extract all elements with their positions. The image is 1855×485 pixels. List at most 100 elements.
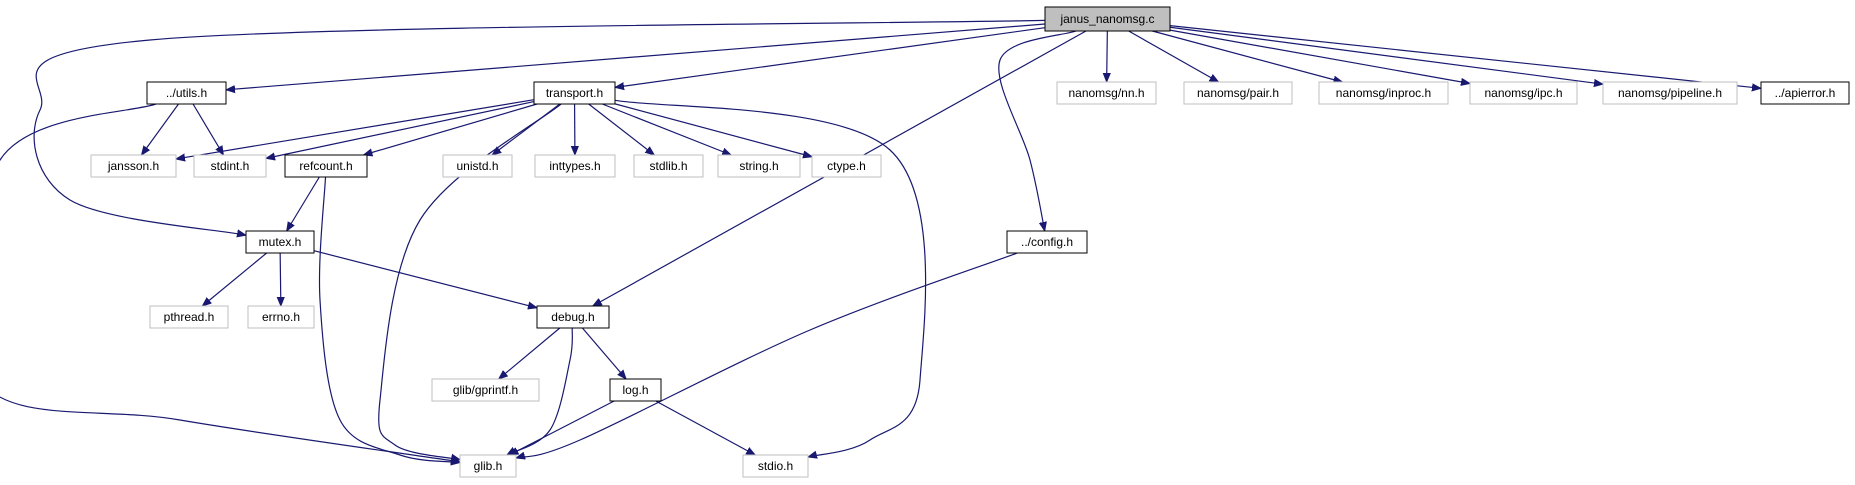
- node-apierror[interactable]: ../apierror.h: [1760, 81, 1850, 105]
- edge-janus_nanomsg-to-utils: [226, 23, 1046, 90]
- node-label-stdlib: stdlib.h: [649, 159, 687, 173]
- node-box-jansson: [90, 154, 177, 178]
- node-box-ctype: [811, 154, 882, 178]
- node-box-janus_nanomsg: [1044, 6, 1171, 32]
- edge-transport-to-stdlib: [588, 103, 655, 155]
- edge-debug-to-glib: [507, 327, 573, 455]
- node-box-utils: [146, 81, 227, 105]
- node-label-inproc: nanomsg/inproc.h: [1336, 86, 1431, 100]
- node-config[interactable]: ../config.h: [1006, 230, 1088, 254]
- node-stdlib: stdlib.h: [633, 154, 704, 178]
- edge-debug-to-log: [581, 327, 626, 379]
- node-label-refcount: refcount.h: [299, 159, 352, 173]
- node-label-ipc: nanomsg/ipc.h: [1484, 86, 1562, 100]
- node-box-debug: [536, 305, 610, 329]
- node-mutex[interactable]: mutex.h: [245, 230, 315, 254]
- edge-log-to-stdio: [655, 400, 755, 455]
- node-box-glib: [459, 454, 517, 478]
- node-box-pair: [1183, 81, 1293, 105]
- edge-janus_nanomsg-to-nn: [1107, 30, 1108, 82]
- node-box-stdlib: [633, 154, 704, 178]
- node-label-log: log.h: [622, 383, 648, 397]
- node-label-ctype: ctype.h: [827, 159, 866, 173]
- edge-utils-to-jansson: [141, 103, 179, 155]
- node-label-stdio: stdio.h: [758, 459, 793, 473]
- edge-mutex-to-pthread: [202, 252, 268, 306]
- node-label-mutex: mutex.h: [259, 235, 302, 249]
- edge-transport-to-refcount: [363, 103, 538, 155]
- node-box-gprintf: [431, 378, 540, 402]
- node-box-pthread: [149, 305, 229, 329]
- edge-refcount-to-glib: [318, 176, 460, 463]
- node-box-inproc: [1318, 81, 1449, 105]
- node-box-nn: [1056, 81, 1157, 105]
- node-label-janus_nanomsg: janus_nanomsg.c: [1059, 12, 1154, 26]
- edge-mutex-to-debug: [313, 250, 537, 308]
- node-ipc: nanomsg/ipc.h: [1469, 81, 1578, 105]
- node-inproc: nanomsg/inproc.h: [1318, 81, 1449, 105]
- node-label-debug: debug.h: [551, 310, 594, 324]
- node-utils[interactable]: ../utils.h: [146, 81, 227, 105]
- node-nn: nanomsg/nn.h: [1056, 81, 1157, 105]
- edge-utils-to-stdint: [192, 103, 223, 155]
- node-box-stdint: [193, 154, 267, 178]
- edge-debug-to-gprintf: [499, 327, 561, 379]
- node-box-string: [717, 154, 801, 178]
- node-unistd: unistd.h: [442, 154, 513, 178]
- node-box-transport: [533, 81, 616, 105]
- node-box-refcount: [284, 154, 368, 178]
- node-label-jansson: jansson.h: [107, 159, 159, 173]
- node-stdio: stdio.h: [742, 454, 809, 478]
- nodes-layer: janus_nanomsg.c ../utils.h transport.h nano…: [90, 6, 1850, 478]
- node-glib: glib.h: [459, 454, 517, 478]
- node-errno: errno.h: [247, 305, 315, 329]
- node-transport[interactable]: transport.h: [533, 81, 616, 105]
- node-label-nn: nanomsg/nn.h: [1068, 86, 1144, 100]
- edge-janus_nanomsg-to-mutex: [33, 19, 1046, 235]
- node-box-config: [1006, 230, 1088, 254]
- edge-transport-to-jansson: [176, 99, 535, 159]
- node-label-apierror: ../apierror.h: [1775, 86, 1836, 100]
- node-jansson: jansson.h: [90, 154, 177, 178]
- node-label-pair: nanomsg/pair.h: [1197, 86, 1279, 100]
- node-label-pthread: pthread.h: [164, 310, 215, 324]
- node-ctype: ctype.h: [811, 154, 882, 178]
- node-gprintf: glib/gprintf.h: [431, 378, 540, 402]
- node-janus_nanomsg[interactable]: janus_nanomsg.c: [1044, 6, 1171, 32]
- edge-janus_nanomsg-to-pipeline: [1169, 26, 1603, 84]
- node-label-errno: errno.h: [262, 310, 300, 324]
- edge-janus_nanomsg-to-config: [998, 30, 1077, 231]
- node-pipeline: nanomsg/pipeline.h: [1602, 81, 1738, 105]
- edge-utils-to-glib: [0, 103, 460, 462]
- node-pair: nanomsg/pair.h: [1183, 81, 1293, 105]
- edge-transport-to-stdio: [614, 99, 927, 457]
- node-refcount[interactable]: refcount.h: [284, 154, 368, 178]
- edge-config-to-glib: [516, 252, 1018, 458]
- node-label-utils: ../utils.h: [166, 86, 207, 100]
- edge-janus_nanomsg-to-inproc: [1152, 30, 1342, 82]
- edge-janus_nanomsg-to-pair: [1128, 30, 1219, 82]
- node-label-string: string.h: [739, 159, 778, 173]
- edge-transport-to-ctype: [614, 103, 812, 157]
- node-box-ipc: [1469, 81, 1578, 105]
- edge-refcount-to-mutex: [287, 176, 320, 231]
- node-box-unistd: [442, 154, 513, 178]
- edge-transport-to-stdint: [266, 100, 535, 159]
- node-debug[interactable]: debug.h: [536, 305, 610, 329]
- edge-log-to-glib: [509, 400, 615, 455]
- node-box-apierror: [1760, 81, 1850, 105]
- node-label-glib: glib.h: [474, 459, 503, 473]
- node-label-inttypes: inttypes.h: [549, 159, 600, 173]
- edge-janus_nanomsg-to-apierror: [1169, 25, 1761, 89]
- node-box-pipeline: [1602, 81, 1738, 105]
- node-box-mutex: [245, 230, 315, 254]
- node-label-gprintf: glib/gprintf.h: [453, 383, 518, 397]
- node-inttypes: inttypes.h: [534, 154, 616, 178]
- node-box-errno: [247, 305, 315, 329]
- node-pthread: pthread.h: [149, 305, 229, 329]
- node-label-config: ../config.h: [1021, 235, 1073, 249]
- node-label-stdint: stdint.h: [211, 159, 250, 173]
- node-log[interactable]: log.h: [609, 378, 662, 402]
- edge-transport-to-string: [602, 103, 731, 156]
- node-box-log: [609, 378, 662, 402]
